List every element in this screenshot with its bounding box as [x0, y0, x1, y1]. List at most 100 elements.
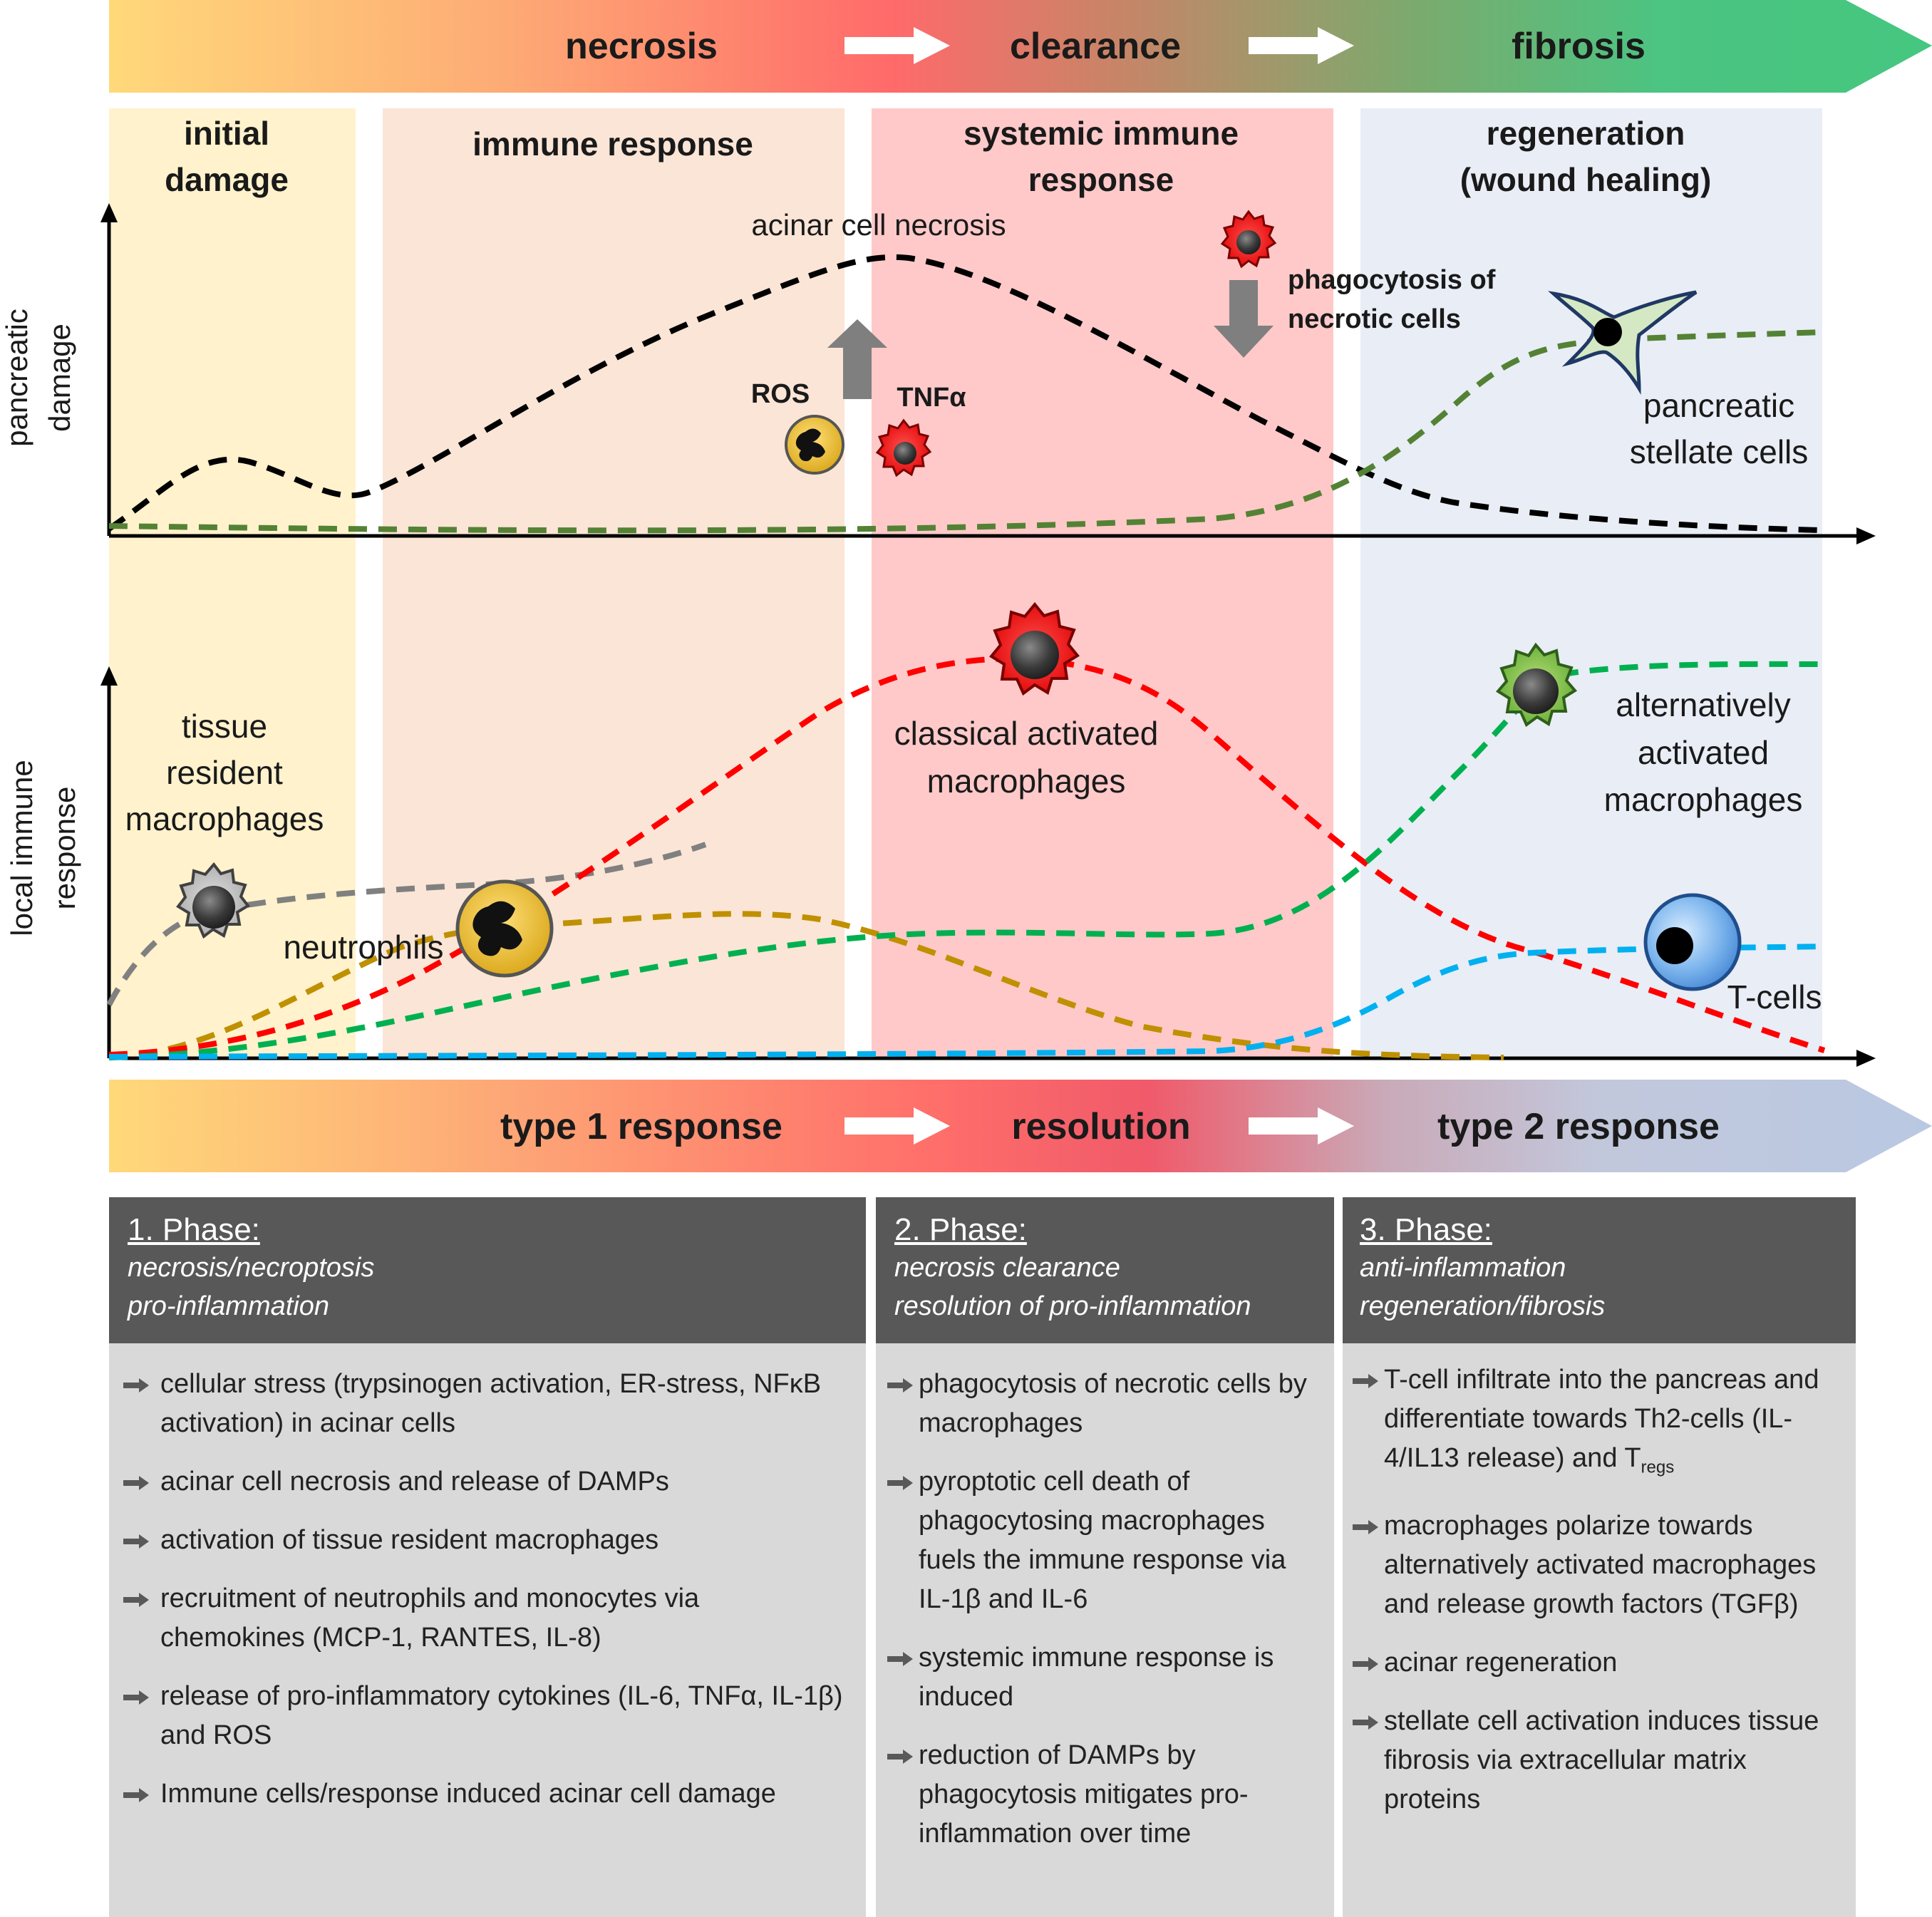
response-arrow	[109, 1080, 1932, 1172]
phase-1-bullet-text: cellular stress (trypsinogen activation,…	[160, 1369, 822, 1438]
arrow-bullet-icon	[1353, 1656, 1378, 1671]
phase-2-bullet-text: phagocytosis of necrotic cells by macrop…	[919, 1369, 1307, 1438]
arrow-bullet-icon	[887, 1378, 913, 1392]
tissue-label-line2: resident	[166, 754, 283, 791]
phase-1-bullet-text: activation of tissue resident macrophage…	[160, 1525, 659, 1555]
phase-2-bullet-text: systemic immune response is induced	[919, 1643, 1274, 1712]
stage-fibrosis: fibrosis	[1512, 26, 1646, 67]
resolution-label: resolution	[1011, 1106, 1190, 1147]
stellate-label-line2: stellate cells	[1630, 433, 1809, 470]
acinar-necrosis-label: acinar cell necrosis	[751, 208, 1006, 242]
arrow-bullet-icon	[1353, 1519, 1378, 1534]
phase-1-bullet: activation of tissue resident macrophage…	[119, 1521, 849, 1560]
neutrophil-small-icon	[785, 415, 844, 475]
arrow-bullet-icon	[887, 1476, 913, 1490]
lower-ylabel-line2: response	[48, 787, 81, 910]
phase-3-bullet-text: stellate cell activation induces tissue …	[1384, 1705, 1819, 1814]
stellate-cell-curve	[108, 329, 1825, 534]
phase-2-bullet: pyroptotic cell death of phagocytosing m…	[883, 1462, 1321, 1619]
phase-1-bullet-text: release of pro-inflammatory cytokines (I…	[160, 1681, 843, 1750]
phase-2-title: 2. Phase:	[894, 1212, 1027, 1247]
phagocytosing-macrophage-icon	[1220, 210, 1277, 269]
top-progress-arrow	[109, 0, 1932, 93]
header-regeneration-line1: regeneration	[1487, 115, 1685, 152]
header-systemic-line1: systemic immune	[964, 115, 1239, 152]
arrow-bullet-icon	[123, 1788, 149, 1802]
header-initial-damage-line2: damage	[165, 161, 289, 198]
arrow-bullet-icon	[1353, 1374, 1378, 1388]
tissue-macrophage-icon	[176, 862, 250, 939]
header-systemic-line2: response	[1028, 161, 1174, 198]
phase-3-bullet: T-cell infiltrate into the pancreas and …	[1348, 1360, 1843, 1487]
treg-subscript: regs	[1641, 1457, 1675, 1477]
tcell-icon	[1643, 893, 1742, 991]
top-arrow-separator-2	[1249, 27, 1354, 64]
phagocytosis-label-line1: phagocytosis of	[1288, 265, 1496, 295]
phase-3-body: T-cell infiltrate into the pancreas and …	[1343, 1343, 1856, 1917]
phase-2-bullet: phagocytosis of necrotic cells by macrop…	[883, 1365, 1321, 1443]
header-regeneration-line2: (wound healing)	[1460, 161, 1712, 198]
phase-3-bullet-text: acinar regeneration	[1384, 1647, 1618, 1678]
phase-3-bullet: acinar regeneration	[1348, 1643, 1843, 1683]
arrow-bullet-icon	[123, 1378, 149, 1392]
phase-3-header: 3. Phase: anti-inflammation regeneration…	[1343, 1197, 1856, 1343]
stage-necrosis: necrosis	[565, 26, 718, 67]
alternative-label-line2: activated	[1638, 734, 1769, 771]
arrow-bullet-icon	[123, 1690, 149, 1705]
phase-1-bullet: acinar cell necrosis and release of DAMP…	[119, 1462, 849, 1502]
classical-label-line2: macrophages	[927, 763, 1126, 800]
classical-macrophage-curve	[108, 656, 1826, 1058]
mid-arrow-separator-2	[1249, 1107, 1354, 1144]
arrow-bullet-icon	[887, 1652, 913, 1666]
phagocytosis-label-line2: necrotic cells	[1288, 304, 1461, 334]
phase-3-title: 3. Phase:	[1360, 1212, 1492, 1247]
arrow-bullet-icon	[123, 1534, 149, 1549]
phase-1-subtitle-line1: necrosis/necroptosis	[128, 1253, 375, 1283]
upper-ylabel-line1: pancreatic	[0, 309, 33, 447]
classical-macrophage-icon	[989, 601, 1080, 696]
alternative-macrophage-icon	[1495, 642, 1578, 728]
tcell-label: T-cells	[1727, 978, 1822, 1016]
phase-2-body: phagocytosis of necrotic cells by macrop…	[876, 1343, 1334, 1917]
phase-1-header: 1. Phase: necrosis/necroptosis pro-infla…	[109, 1197, 866, 1343]
neutrophil-icon	[455, 879, 554, 978]
phase-3-subtitle-line1: anti-inflammation	[1360, 1253, 1566, 1283]
phase-2-bullet: systemic immune response is induced	[883, 1638, 1321, 1717]
arrow-bullet-icon	[1353, 1715, 1378, 1730]
phase-2-subtitle-line1: necrosis clearance	[894, 1253, 1120, 1283]
phase-1-bullet: cellular stress (trypsinogen activation,…	[119, 1365, 849, 1443]
phase-1-box: 1. Phase: necrosis/necroptosis pro-infla…	[109, 1197, 866, 1917]
tissue-macrophage-curve	[106, 842, 707, 1006]
neutrophil-curve	[108, 911, 1504, 1060]
up-arrow	[827, 319, 887, 399]
pancreatic-damage-curve	[107, 254, 1822, 533]
tissue-label-line1: tissue	[182, 708, 267, 745]
alternative-label-line1: alternatively	[1616, 686, 1790, 723]
stellate-label-line1: pancreatic	[1643, 387, 1794, 424]
phase-2-box: 2. Phase: necrosis clearance resolution …	[876, 1197, 1334, 1917]
phase-1-bullet-text: recruitment of neutrophils and monocytes…	[160, 1583, 700, 1653]
type2-response-label: type 2 response	[1437, 1106, 1720, 1147]
phase-3-bullet: macrophages polarize towards alternative…	[1348, 1507, 1843, 1624]
phase-1-body: cellular stress (trypsinogen activation,…	[109, 1343, 866, 1917]
phase-1-bullet: release of pro-inflammatory cytokines (I…	[119, 1677, 849, 1755]
tissue-label-line3: macrophages	[125, 800, 324, 837]
phase-3-bullet: stellate cell activation induces tissue …	[1348, 1702, 1843, 1819]
classical-macrophage-small-icon	[875, 418, 932, 477]
header-initial-damage-line1: initial	[184, 115, 269, 152]
arrow-bullet-icon	[123, 1476, 149, 1490]
phase-1-bullet: Immune cells/response induced acinar cel…	[119, 1774, 849, 1814]
phase-3-bullet-text: T-cell infiltrate into the pancreas and …	[1384, 1365, 1819, 1473]
phase-2-bullet: reduction of DAMPs by phagocytosis mitig…	[883, 1736, 1321, 1854]
top-arrow-separator-1	[844, 27, 950, 64]
alternative-label-line3: macrophages	[1604, 781, 1803, 818]
phase-3-subtitle-line2: regeneration/fibrosis	[1360, 1291, 1606, 1321]
phase-3-box: 3. Phase: anti-inflammation regeneration…	[1343, 1197, 1856, 1917]
phase-1-bullet: recruitment of neutrophils and monocytes…	[119, 1579, 849, 1658]
down-arrow	[1214, 280, 1274, 358]
type1-response-label: type 1 response	[500, 1106, 782, 1147]
phase-2-header: 2. Phase: necrosis clearance resolution …	[876, 1197, 1334, 1343]
lower-ylabel-line1: local immune	[5, 760, 38, 936]
phase-3-bullet-text: macrophages polarize towards alternative…	[1384, 1510, 1817, 1619]
arrow-bullet-icon	[887, 1750, 913, 1764]
